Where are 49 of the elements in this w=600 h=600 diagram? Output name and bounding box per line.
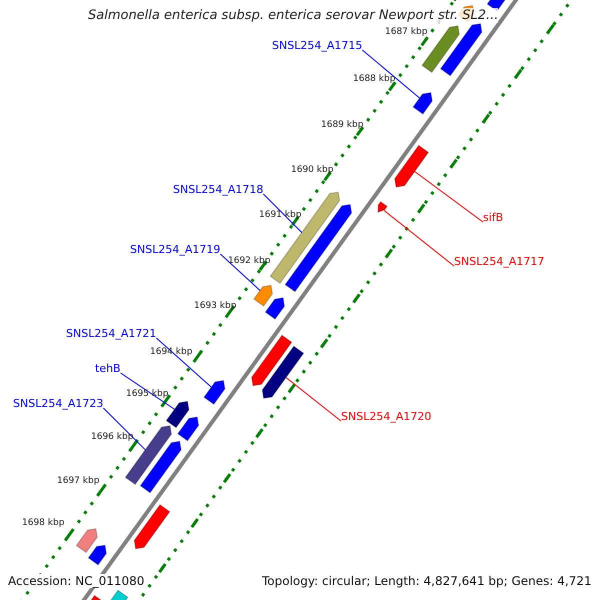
leader-line [362,50,420,99]
gene-feature [88,544,107,566]
scale-label: 1689 kbp [321,120,364,130]
leader-line [384,210,454,266]
gene-label: SNSL254_A1720 [341,410,432,423]
leader-line [220,254,261,291]
scale-label: 1695 kbp [126,389,168,399]
scale-label: 1687 kbp [385,27,428,37]
scale-label: 1692 kbp [228,256,270,266]
gene-feature [253,284,273,307]
leader-line [286,377,342,422]
gene-feature [166,400,190,428]
gene-label: SNSL254_A1715 [272,39,362,52]
gene-feature [394,144,430,188]
gene-label: SNSL254_A1721 [66,327,156,340]
gene-label: SNSL254_A1719 [130,243,220,256]
scale-label: 1693 kbp [194,301,236,311]
footer-text: Accession: NC_011080 [8,574,144,588]
gene-feature [203,380,226,405]
scale-label: 1690 kbp [291,165,334,175]
gene-feature [412,92,433,115]
gene-feature [134,504,170,550]
title: Salmonella enterica subsp. enterica serovar Newport str. SL2... [88,8,498,23]
scale-label: 1697 kbp [57,476,100,486]
scale-label: 1698 kbp [22,518,64,528]
gene-feature [440,23,482,76]
leader-line [156,338,212,388]
gene-label: tehB [95,362,121,375]
gene-feature [76,528,98,554]
gene-feature [251,334,292,386]
gene-label: sifB [483,211,504,224]
gene-label: SNSL254_A1723 [13,397,104,410]
gene-feature [264,297,285,320]
leader-line [120,372,175,410]
gene-feature [377,201,388,213]
gene-feature [284,204,352,292]
leader-line [262,194,302,233]
gene-feature [140,440,182,494]
gene-feature [177,416,200,442]
leader-line [414,171,484,222]
scale-label: 1694 kbp [150,347,192,357]
gene-label: SNSL254_A1718 [173,183,264,196]
gene-label: SNSL254_A1717 [454,255,544,268]
scale-label: 1696 kbp [91,432,134,442]
leader-line [102,408,146,450]
scale-label: 1688 kbp [353,74,396,84]
gene-feature [262,346,304,399]
scale-label: 1691 kbp [259,210,302,220]
footer-text: Topology: circular; Length: 4,827,641 bp; Genes: 4,721 [262,574,592,588]
